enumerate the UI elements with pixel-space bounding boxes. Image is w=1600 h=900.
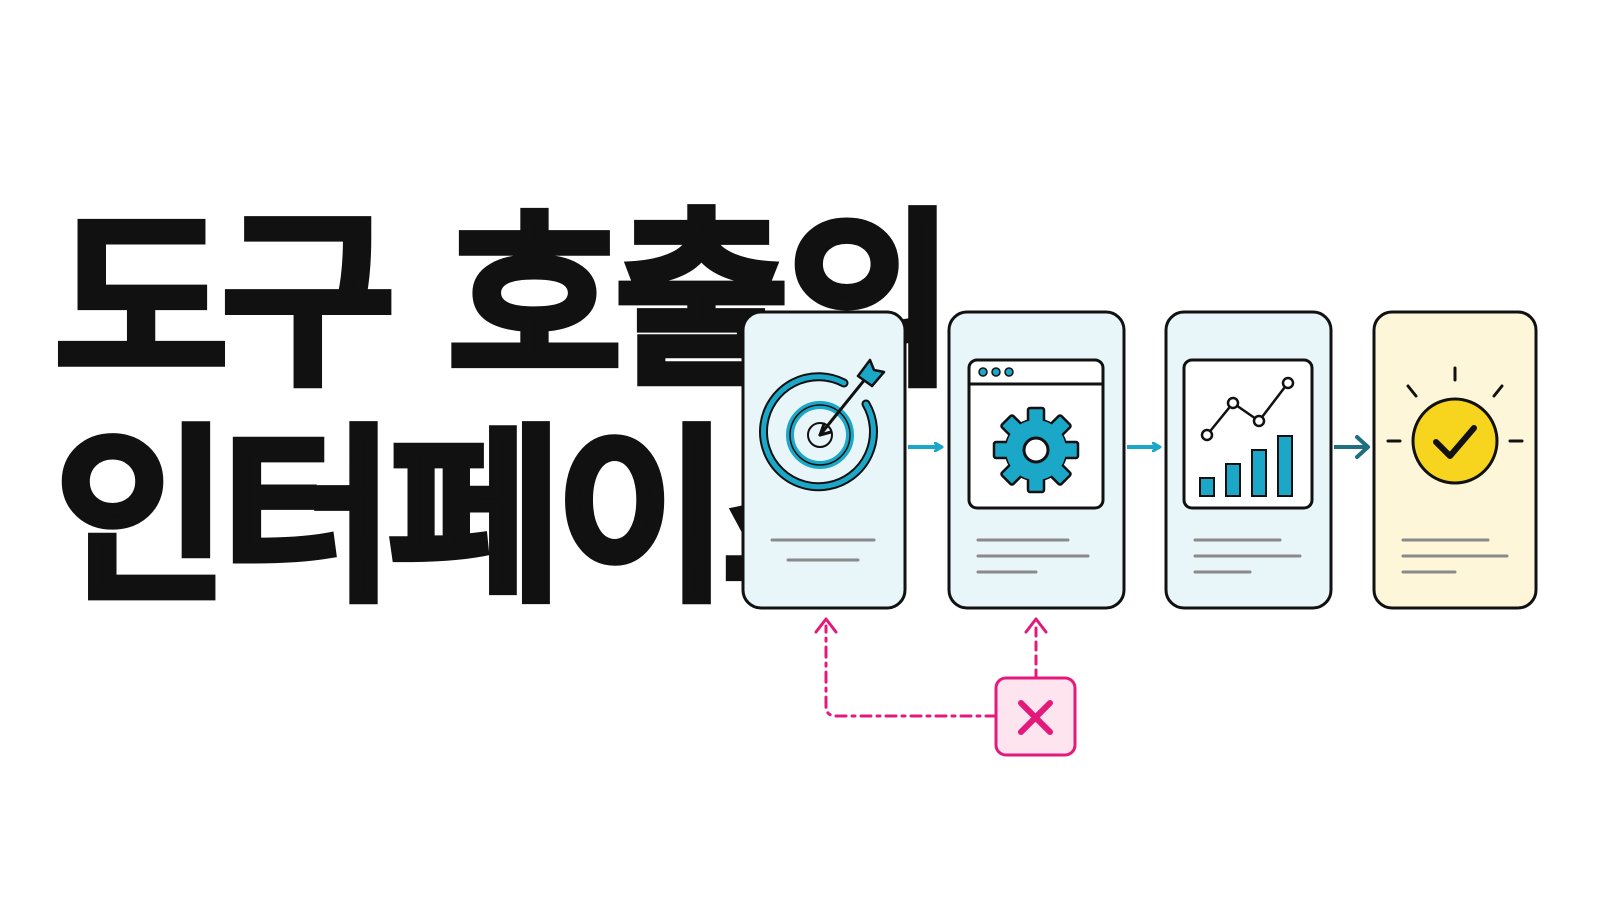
flow-arrow-3 — [1334, 435, 1370, 459]
close-icon — [1018, 700, 1053, 735]
error-box — [994, 676, 1077, 757]
target-arrow-icon — [759, 358, 886, 492]
browser-gear-icon — [967, 358, 1105, 510]
check-sun-icon — [1386, 366, 1524, 485]
step-card-process — [947, 310, 1126, 610]
step-card-result — [1372, 310, 1538, 610]
step-card-target — [741, 310, 907, 610]
chart-window-icon — [1182, 358, 1314, 510]
step-card-chart — [1164, 310, 1333, 610]
error-feedback-loop — [814, 617, 1077, 757]
